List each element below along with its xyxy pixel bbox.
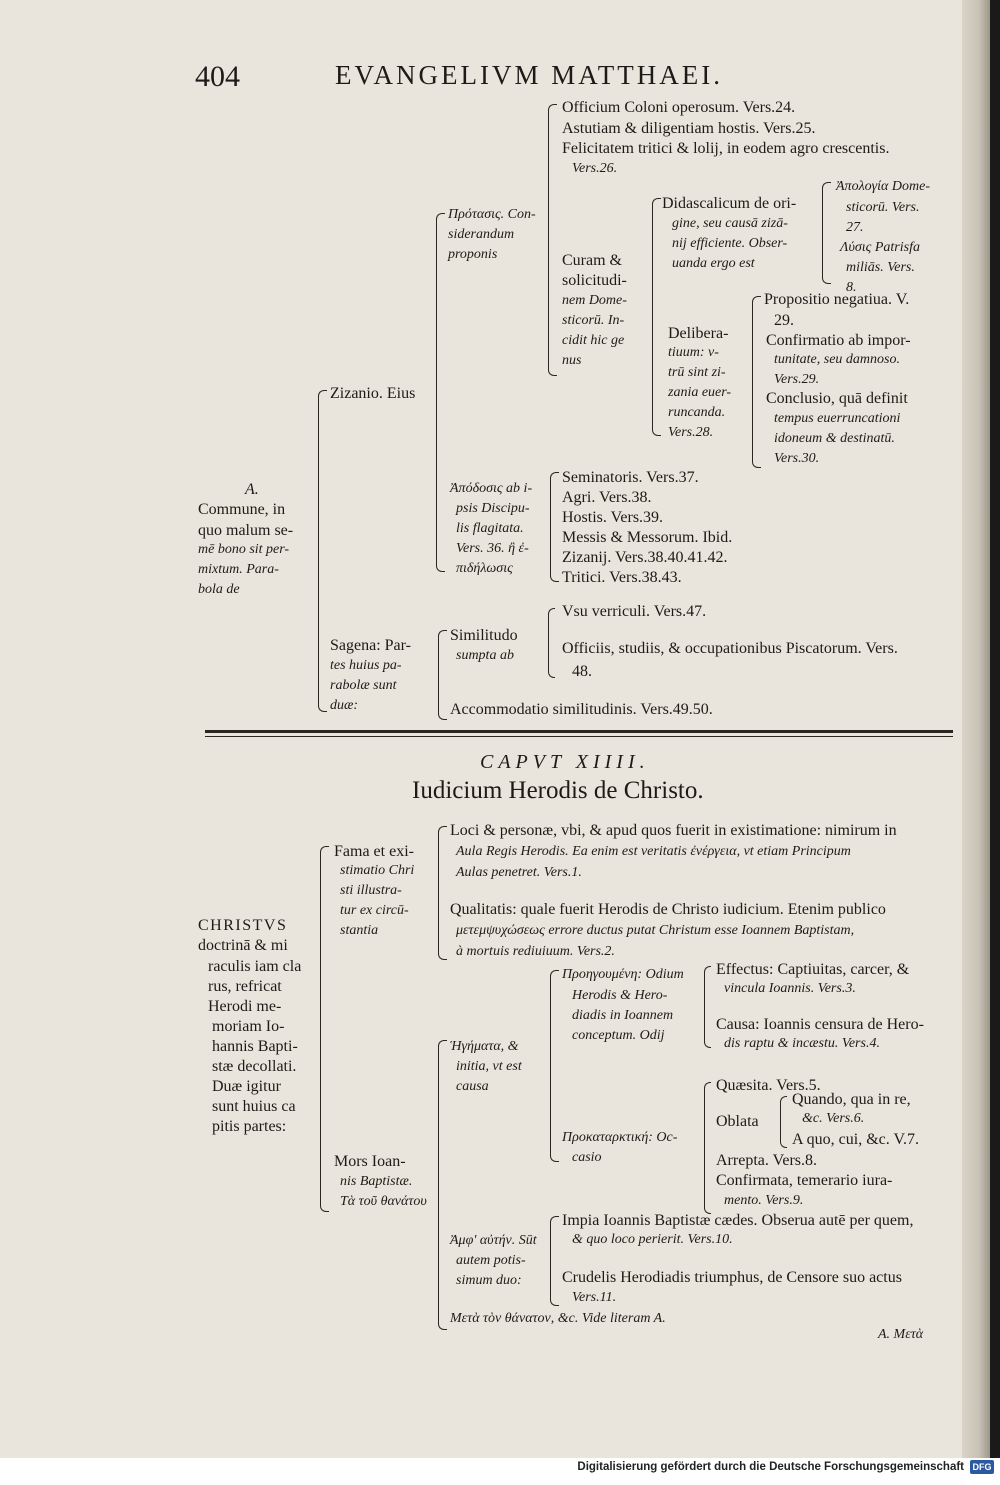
brace-ameta — [550, 1216, 559, 1306]
oblata: Oblata — [716, 1113, 759, 1130]
brace-zizanio — [436, 213, 445, 572]
zizanio-label: Zizanio. Eius — [330, 385, 416, 402]
catchword: A. Μετὰ — [878, 1327, 924, 1342]
divider-rule-thin — [205, 736, 953, 737]
divider-rule — [205, 730, 953, 733]
page-binding-edge — [962, 0, 990, 1458]
accommodatio: Accommodatio similitudinis. Vers.49.50. — [450, 701, 713, 718]
brace-hegemata — [550, 970, 559, 1162]
brace-apodosis — [550, 472, 559, 582]
brace-oblata — [780, 1096, 787, 1148]
meta: Μετὰ τὸν θάνατον, &c. Vide literam A. — [450, 1311, 666, 1326]
arrepta: Arrepta. Vers.8. — [716, 1152, 818, 1169]
brace-fama — [438, 826, 447, 960]
brace-apologia — [822, 182, 831, 284]
brace-curam — [652, 198, 661, 436]
page-number: 404 — [195, 60, 240, 93]
brace-mors — [438, 1040, 447, 1330]
footer-strip — [0, 1458, 1000, 1485]
running-title: EVANGELIVM MATTHAEI. — [335, 60, 723, 90]
dfg-logo: DFG — [970, 1460, 994, 1474]
chapter-title: Iudicium Herodis de Christo. — [412, 777, 704, 804]
brace-top-root — [318, 390, 327, 712]
chapter-number: CAPVT XIIII. — [480, 751, 650, 773]
brace-proegumene — [704, 966, 711, 1048]
brace-bottom-root — [320, 846, 329, 1212]
quaesita: Quæsita. Vers.5. — [716, 1077, 821, 1094]
book-page: 404 EVANGELIVM MATTHAEI. A. Commune, in … — [0, 0, 990, 1458]
brace-sagena — [438, 630, 447, 720]
brace-similitudo — [548, 608, 555, 678]
brace-prokatarktike — [704, 1082, 711, 1214]
brace-deliberatiuum — [752, 296, 761, 468]
funding-credit: Digitalisierung gefördert durch die Deut… — [577, 1461, 964, 1473]
brace-protasis — [548, 104, 557, 376]
